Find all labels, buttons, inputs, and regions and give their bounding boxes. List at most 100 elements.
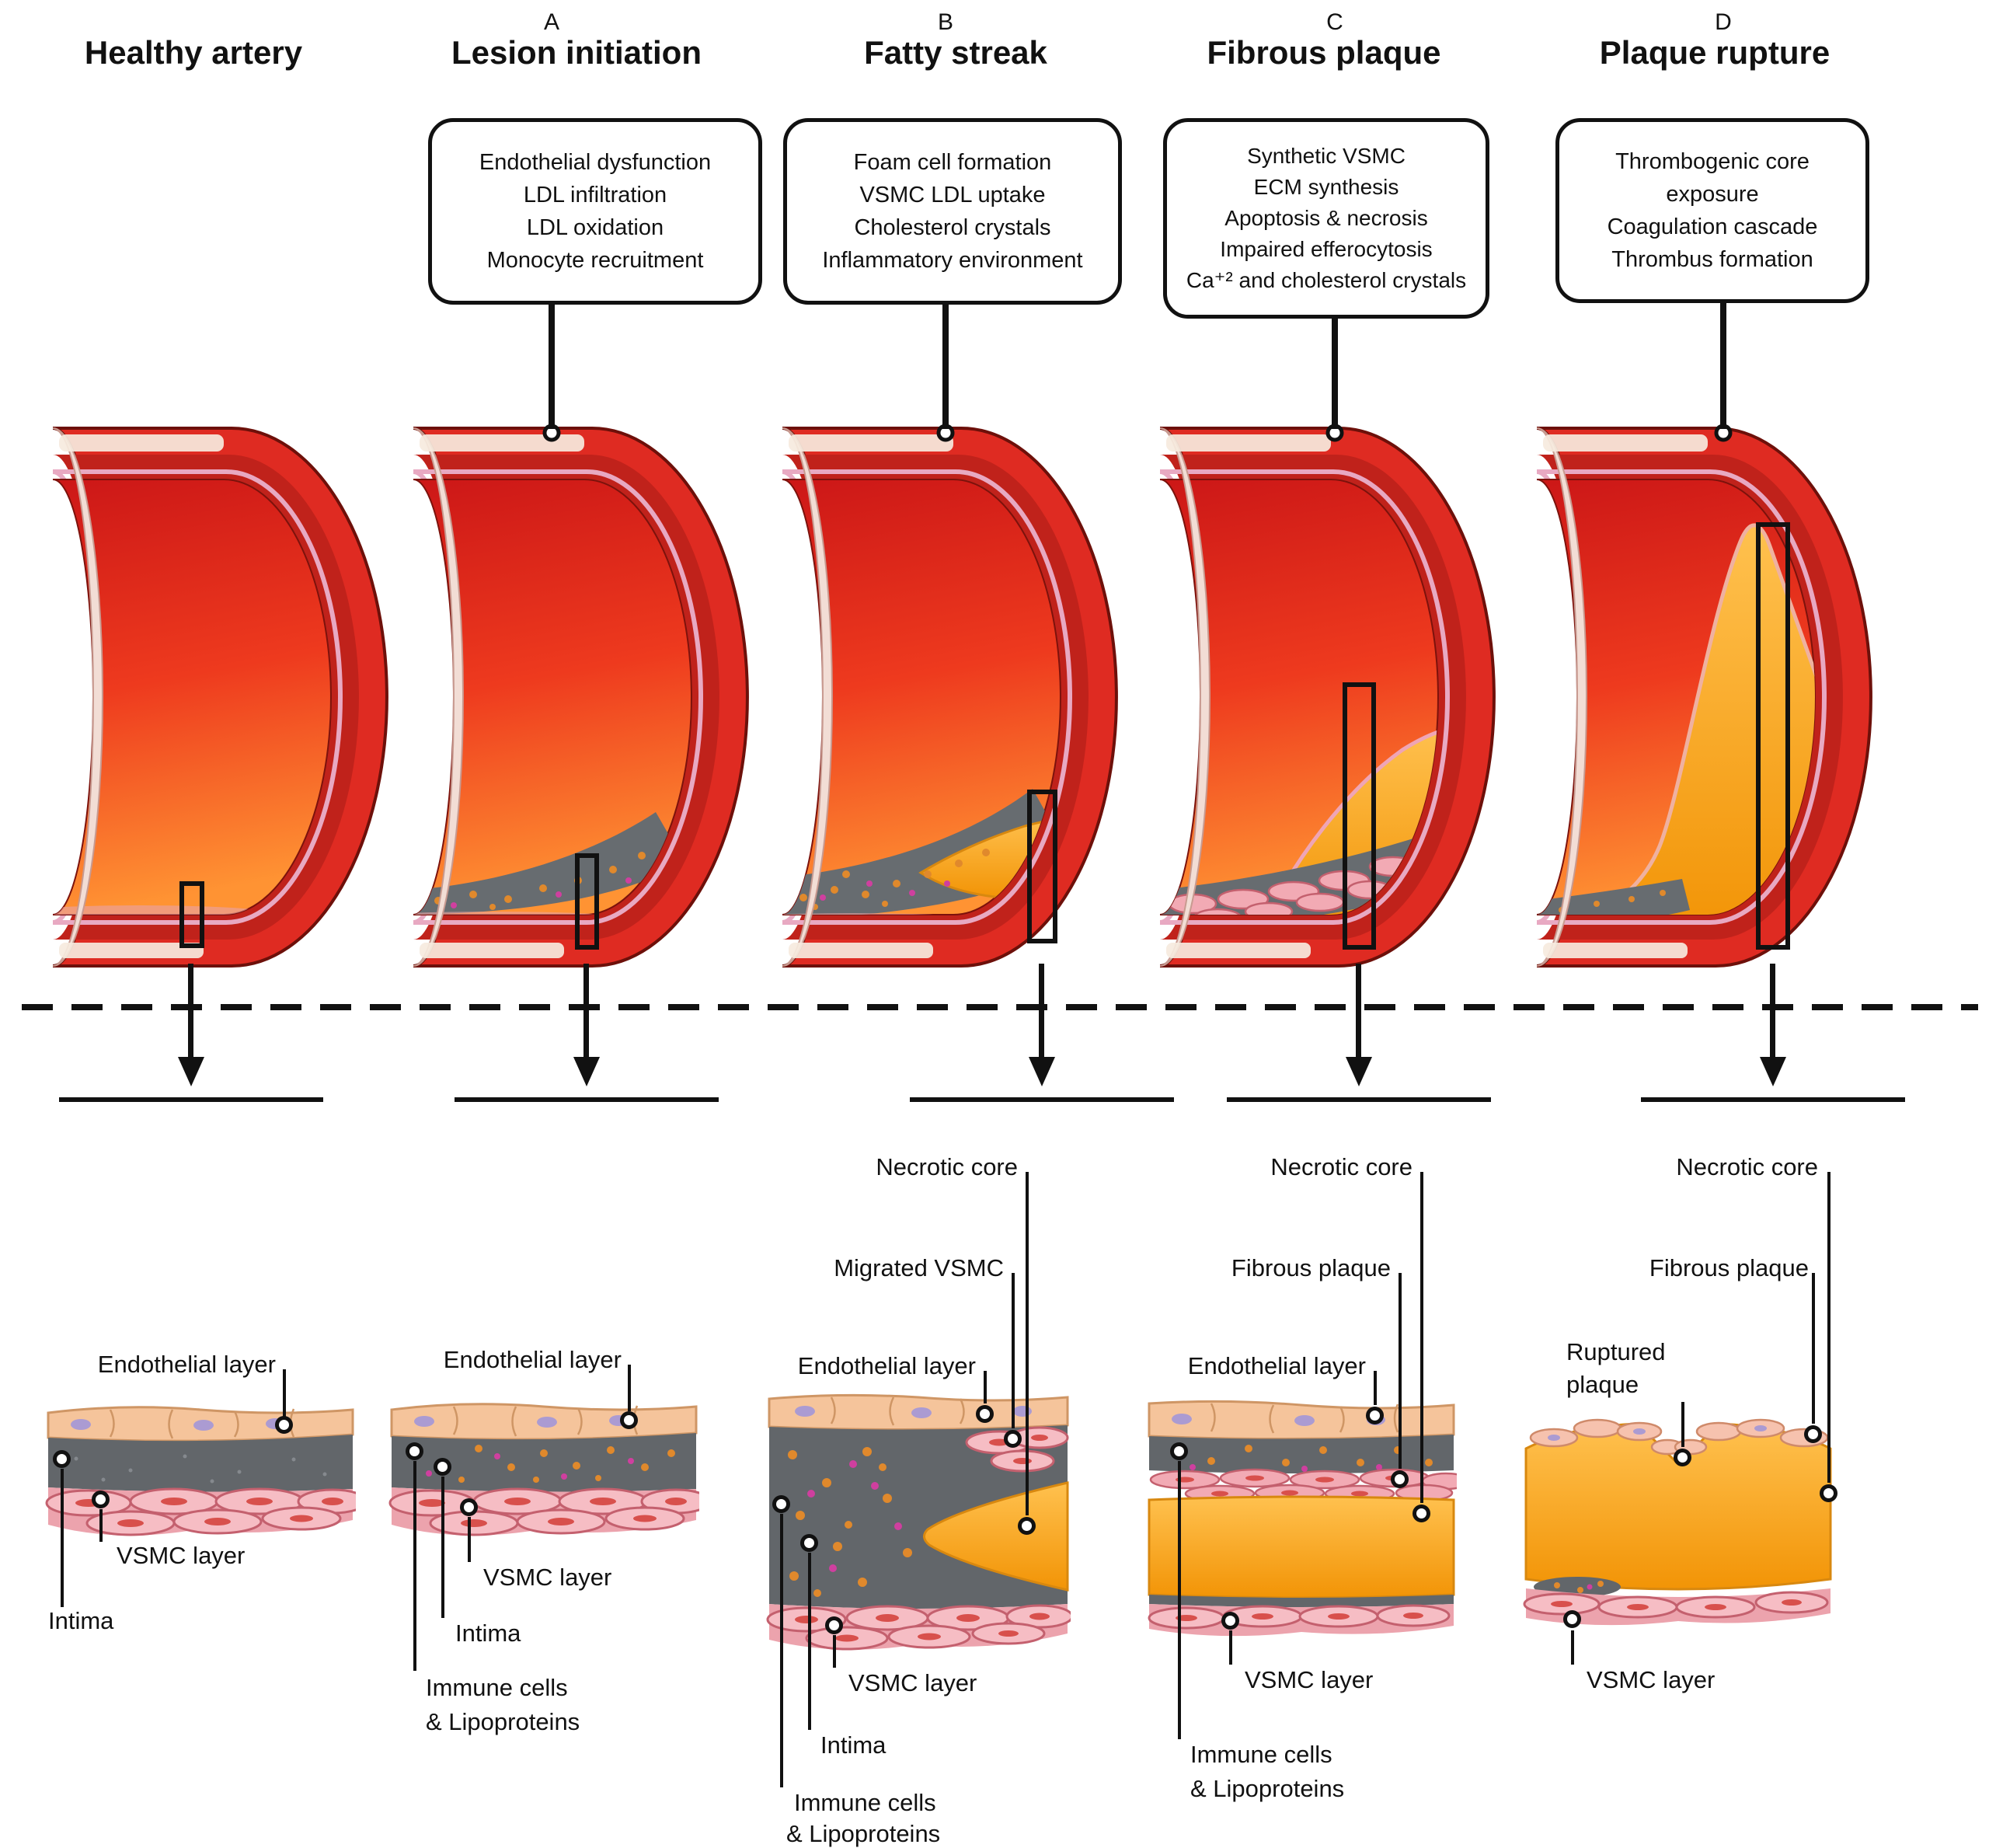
panel-letter-b: B: [937, 9, 953, 35]
vsmc-band: [45, 1487, 356, 1536]
necrotic-core: [918, 814, 1061, 899]
pointer-dot: [406, 1442, 423, 1460]
intima-band: [48, 1435, 353, 1492]
callout-line: Coagulation cascade: [1607, 214, 1818, 239]
cross-section-fatty-streak: [766, 1393, 1071, 1651]
pointer-dot: [620, 1411, 638, 1429]
cross-section-lesion-initiation: [388, 1403, 699, 1536]
zoom-arrow-line: [1770, 964, 1775, 1062]
cross-section-fibrous-plaque: [1148, 1400, 1457, 1637]
pointer-dot: [1413, 1505, 1430, 1522]
label-vsmc-layer: VSMC layer: [117, 1542, 246, 1569]
label-fibrous-plaque: Fibrous plaque: [1649, 1254, 1809, 1281]
intima-band: [392, 1433, 696, 1492]
artery-plaque-rupture: [1536, 424, 1872, 968]
stage-title-healthy-artery: Healthy artery: [84, 34, 303, 71]
pointer-dot: [1004, 1430, 1022, 1448]
pointer-dot: [1170, 1442, 1188, 1460]
pointer-line: [1420, 1172, 1423, 1503]
pointer-line: [468, 1517, 471, 1562]
pointer-line: [99, 1509, 103, 1542]
artery-opening-face: [1536, 427, 1587, 967]
pointer-line: [283, 1369, 286, 1417]
gray-strip: [1149, 1595, 1454, 1607]
callout-line: Apoptosis & necrosis: [1224, 206, 1428, 230]
label-intima: Intima: [820, 1731, 887, 1759]
zoom-arrow-head: [573, 1057, 600, 1086]
vsmc-cells: [1168, 856, 1418, 915]
pointer-dot: [53, 1450, 71, 1468]
label-fibrous-plaque: Fibrous plaque: [1231, 1254, 1391, 1281]
callout-fibrous-plaque: Synthetic VSMC ECM synthesis Apoptosis &…: [1163, 118, 1489, 319]
pointer-dot: [825, 1616, 843, 1634]
zoom-box: [1343, 682, 1376, 950]
callout-pointer-line: [1720, 303, 1726, 429]
artery-opening-face: [1159, 427, 1210, 967]
pointer-dot: [1366, 1407, 1384, 1424]
label-ruptured-plaque: Ruptured: [1566, 1338, 1666, 1365]
label-endothelial-layer: Endothelial layer: [97, 1351, 276, 1378]
callout-line: LDL oxidation: [526, 215, 664, 240]
pointer-line: [1012, 1273, 1015, 1428]
artery-fatty-streak: [782, 424, 1118, 968]
callout-lesion-initiation: Endothelial dysfunction LDL infiltration…: [428, 118, 762, 305]
artery-healthy: [52, 427, 388, 968]
cross-section-healthy: [45, 1406, 356, 1536]
zoom-arrow-head: [1346, 1057, 1372, 1086]
stage-title-plaque-rupture: Plaque rupture: [1599, 34, 1831, 71]
label-immune-cells: Immune cells: [794, 1789, 936, 1816]
label-migrated-vsmc: Migrated VSMC: [834, 1254, 1004, 1281]
callout-pointer-line: [942, 305, 949, 429]
callout-line: Inflammatory environment: [822, 248, 1083, 273]
label-vsmc-layer: VSMC layer: [1587, 1666, 1716, 1693]
callout-plaque-rupture: Thrombogenic core exposure Coagulation c…: [1555, 118, 1869, 303]
intima-thickening: [413, 812, 685, 915]
label-intima: Intima: [48, 1607, 114, 1634]
necrotic-core-wedge: [923, 1481, 1069, 1592]
pointer-line: [1681, 1402, 1684, 1447]
pointer-dot: [275, 1416, 293, 1434]
pointer-line: [1374, 1371, 1377, 1405]
pointer-dot: [800, 1534, 818, 1552]
callout-line: Endothelial dysfunction: [479, 150, 712, 175]
pointer-line: [1571, 1630, 1574, 1665]
dashed-separator-line: [22, 1004, 1978, 1010]
pointer-dot: [92, 1491, 110, 1508]
pointer-dot: [1820, 1484, 1837, 1502]
intima-band: [1149, 1435, 1454, 1473]
label-immune-cells: Immune cells: [426, 1674, 568, 1701]
pointer-dot: [1221, 1612, 1239, 1630]
label-immune-cells: Immune cells: [1190, 1741, 1332, 1768]
vsmc-band: [1148, 1604, 1454, 1637]
label-necrotic-core: Necrotic core: [876, 1153, 1018, 1180]
callout-fatty-streak: Foam cell formation VSMC LDL uptake Chol…: [783, 118, 1122, 305]
zoom-arrow-head: [1760, 1057, 1786, 1086]
pointer-line: [628, 1365, 631, 1411]
pointer-line: [1827, 1172, 1831, 1483]
pointer-line: [1178, 1461, 1181, 1739]
callout-line: VSMC LDL uptake: [859, 183, 1046, 207]
label-vsmc-layer: VSMC layer: [1245, 1666, 1374, 1693]
zoom-arrow-line: [1356, 964, 1361, 1062]
zoom-arrow-line: [1039, 964, 1044, 1062]
endothelial-band: [1148, 1400, 1455, 1441]
pointer-dot: [1804, 1425, 1822, 1443]
section-baseline: [455, 1097, 719, 1102]
section-baseline: [910, 1097, 1174, 1102]
zoom-arrow-head: [1029, 1057, 1055, 1086]
pointer-dot: [434, 1458, 451, 1476]
callout-line: Ca⁺² and cholesterol crystals: [1186, 268, 1467, 292]
pointer-line: [413, 1461, 416, 1671]
intima-thickening: [1537, 879, 1690, 915]
label-lipoproteins: & Lipoproteins: [426, 1708, 580, 1735]
pointer-dot: [1674, 1449, 1691, 1466]
callout-line: LDL infiltration: [523, 183, 667, 207]
callout-line: Thrombus formation: [1611, 247, 1813, 272]
label-endothelial-layer: Endothelial layer: [1187, 1352, 1366, 1379]
zoom-arrow-line: [583, 964, 589, 1062]
pointer-dot: [772, 1495, 790, 1513]
label-lipoproteins: & Lipoproteins: [786, 1820, 941, 1847]
section-baseline: [1227, 1097, 1491, 1102]
zoom-arrow-head: [178, 1057, 204, 1086]
stage-title-fibrous-plaque: Fibrous plaque: [1207, 34, 1441, 71]
